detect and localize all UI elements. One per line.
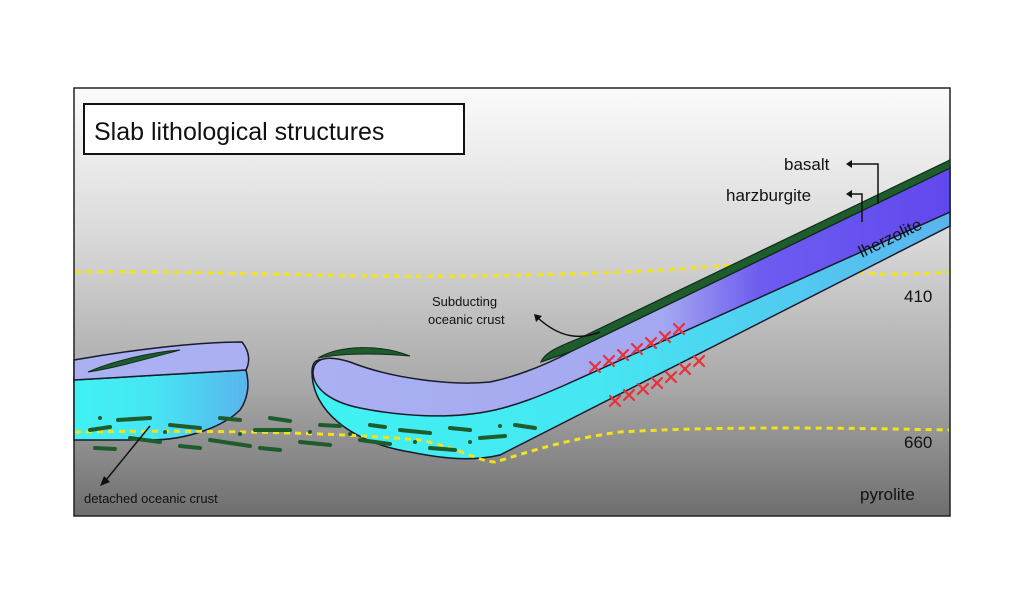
- red-cross-markers: [588, 322, 706, 408]
- subducting-crust-label-line2: oceanic crust: [428, 312, 505, 327]
- detached-crust-fragments: [88, 416, 537, 452]
- slab-basalt-fragment: [317, 347, 411, 359]
- depth-410-label: 410: [904, 287, 932, 306]
- detached-slab-basalt: [87, 349, 181, 373]
- subducting-crust-arrow: [537, 317, 601, 338]
- basalt-arrow: [852, 163, 879, 204]
- depth-660-label: 660: [904, 433, 932, 452]
- arrow-heads: [100, 160, 852, 486]
- slab-basalt-layer: [539, 159, 951, 363]
- detached-slab-lower: [73, 369, 249, 441]
- title-box: [83, 103, 465, 155]
- subducting-crust-label-line1: Subducting: [432, 294, 497, 309]
- discontinuity-660-line: [74, 426, 950, 464]
- harzburgite-arrow: [852, 193, 863, 222]
- detached-crust-label: detached oceanic crust: [84, 491, 218, 506]
- pyrolite-label: pyrolite: [860, 485, 915, 504]
- diagram-title: Slab lithological structures: [94, 118, 384, 146]
- slab-harzburgite-layer: [312, 166, 951, 417]
- detached-crust-arrow: [105, 425, 151, 481]
- pointer-arrows: [105, 163, 879, 481]
- harzburgite-label: harzburgite: [726, 186, 811, 205]
- cross-row-lower: [608, 354, 706, 408]
- basalt-label: basalt: [784, 155, 830, 174]
- cross-row-upper: [588, 322, 686, 374]
- detached-crust-dots: [98, 416, 502, 444]
- detached-slab-middle: [73, 341, 250, 381]
